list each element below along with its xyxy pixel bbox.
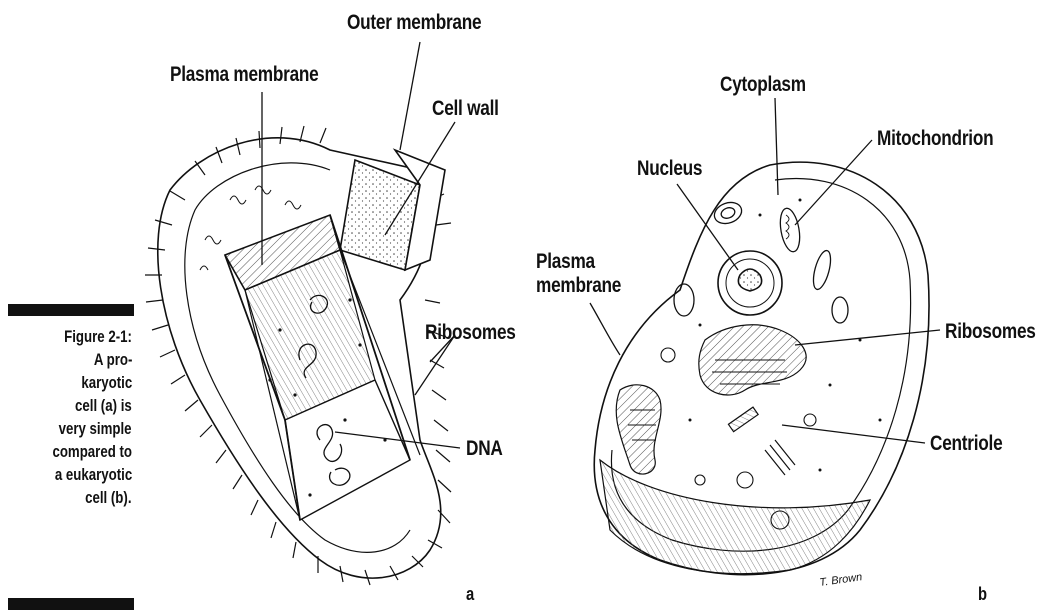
mitochondrion-leader xyxy=(795,140,872,225)
artist-signature: T. Brown xyxy=(819,571,863,589)
label-dna: DNA xyxy=(466,438,503,459)
label-plasma-membrane-b: Plasma membrane xyxy=(536,250,621,298)
label-mitochondrion: Mitochondrion xyxy=(877,128,993,149)
label-ribosomes-b: Ribosomes xyxy=(945,321,1036,342)
label-cytoplasm: Cytoplasm xyxy=(720,74,806,95)
eukaryotic-cell-illustration: T. Brown xyxy=(594,162,929,589)
nucleus-leader xyxy=(677,184,738,270)
label-centriole: Centriole xyxy=(930,433,1002,454)
label-plasma-membrane-a: Plasma membrane xyxy=(170,64,319,85)
label-ribosomes-a: Ribosomes xyxy=(425,322,516,343)
label-cell-wall: Cell wall xyxy=(432,98,499,119)
outer-membrane-leader xyxy=(400,42,420,150)
eukaryote-cut-plane xyxy=(600,460,870,574)
ribosomes-leader-a1 xyxy=(415,335,455,395)
centriole-leader xyxy=(782,425,925,443)
plasma-membrane-leader-b xyxy=(590,303,620,355)
ribosomes-leader-b xyxy=(795,330,940,345)
panel-letter-b: b xyxy=(978,585,987,603)
endoplasmic-reticulum xyxy=(616,325,806,474)
label-nucleus: Nucleus xyxy=(637,158,702,179)
nucleolus xyxy=(738,269,761,291)
prokaryotic-cell-illustration xyxy=(145,126,451,585)
label-outer-membrane: Outer membrane xyxy=(347,12,481,33)
centriole-shape xyxy=(728,407,795,475)
panel-letter-a: a xyxy=(466,585,474,603)
